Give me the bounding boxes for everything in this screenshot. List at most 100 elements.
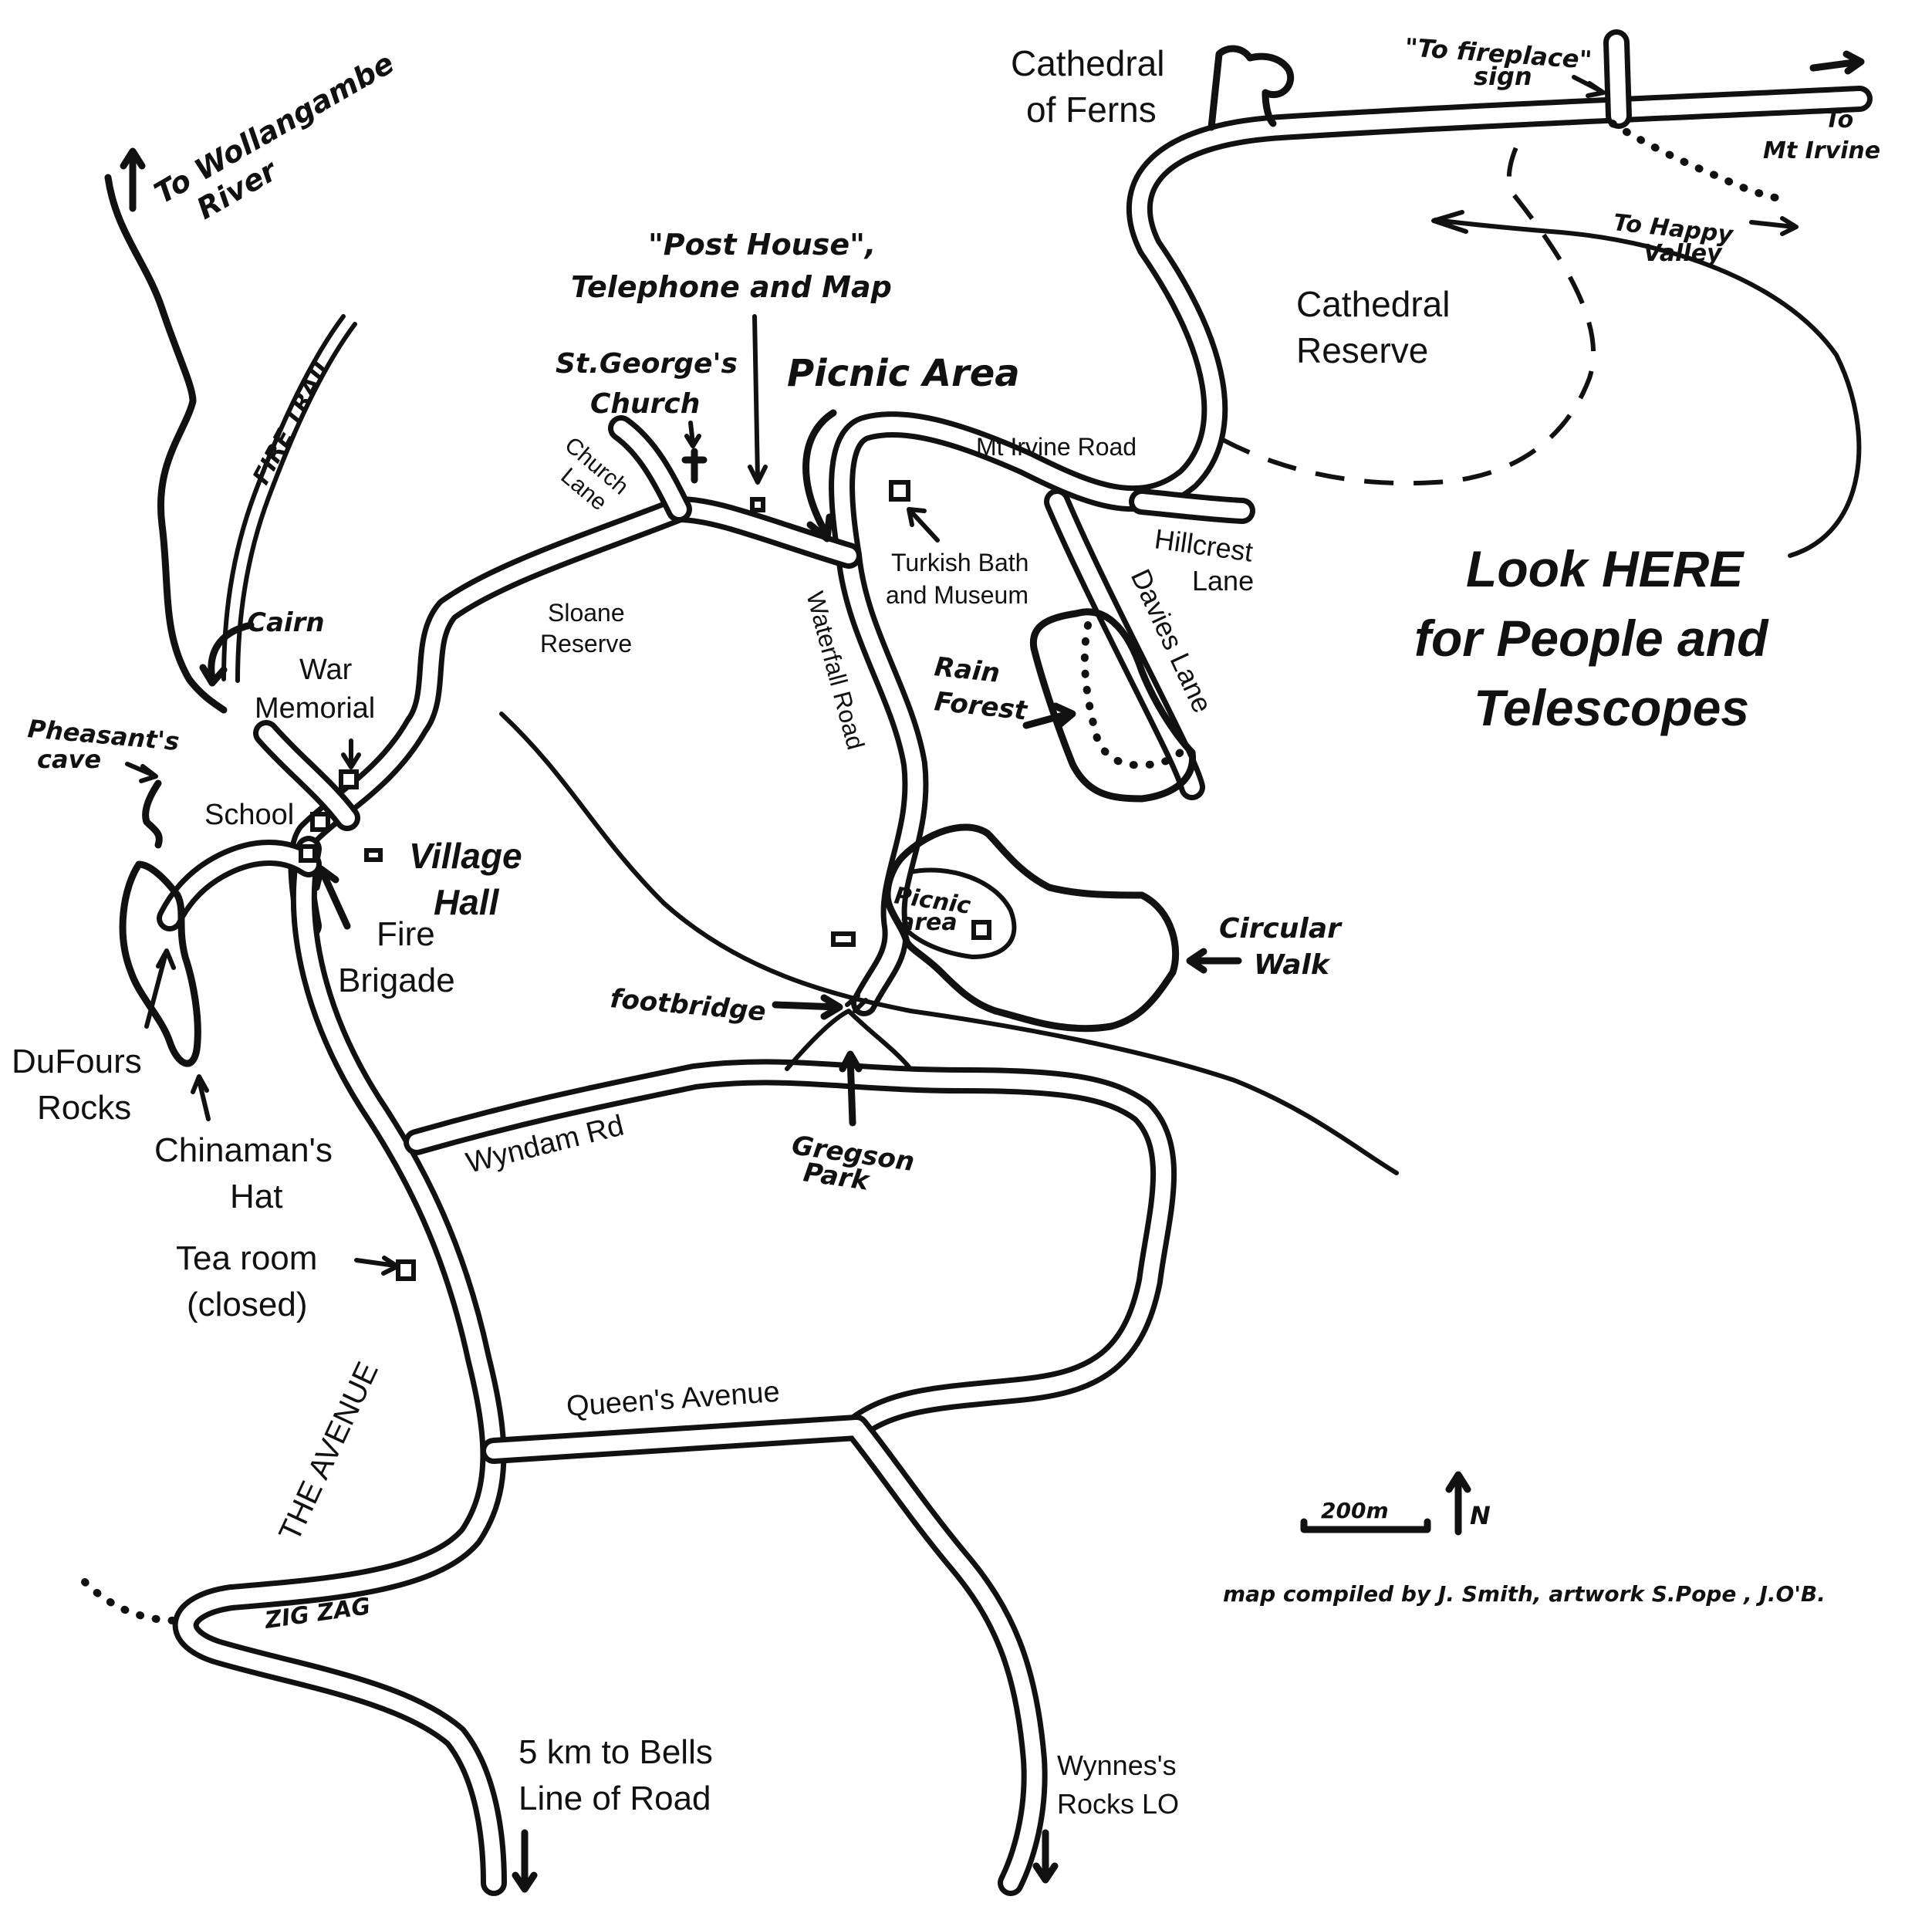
look-here-label: Look HERE xyxy=(1466,540,1745,597)
picnic-area-small-label-2: area xyxy=(899,909,958,936)
dufours-rocks-outline xyxy=(119,860,201,1067)
arrow-mt-irvine-icon xyxy=(1809,50,1865,75)
turkish-bath-label-2: and Museum xyxy=(886,581,1028,609)
arrows xyxy=(120,50,1865,1893)
fire-brigade-label: Fire xyxy=(377,915,435,953)
tea-room-label: Tea room xyxy=(176,1239,317,1277)
to-mt-irvine-label-2: Mt Irvine xyxy=(1763,137,1880,164)
arrow-wynnes-icon xyxy=(1032,1829,1059,1884)
north-label: N xyxy=(1470,1501,1491,1530)
pheasants-cave-outline xyxy=(142,779,163,849)
sloane-reserve-label-2: Reserve xyxy=(540,630,632,657)
rain-forest-boundary xyxy=(1029,608,1197,803)
arrow-chinamans-icon xyxy=(191,1074,211,1121)
village-hall-label-2: Hall xyxy=(434,882,500,922)
look-here-label-3: Telescopes xyxy=(1474,679,1749,736)
arrow-footbridge-icon xyxy=(772,994,843,1020)
wynnes-rocks-label: Wynnes's xyxy=(1057,1749,1177,1781)
cathedral-of-ferns-label-2: of Ferns xyxy=(1026,90,1157,130)
arrow-st-georges-icon xyxy=(684,421,701,448)
look-here-label-2: for People and xyxy=(1414,610,1769,667)
cathedral-of-ferns-outline xyxy=(1208,45,1295,131)
footbridge-mark-icon xyxy=(845,993,868,1013)
fire-brigade-label-2: Brigade xyxy=(338,962,455,999)
fire-trail-inner xyxy=(235,322,357,683)
arrow-happy-valley-icon xyxy=(1749,216,1799,236)
mt-irvine-road-label: Mt Irvine Road xyxy=(976,433,1137,461)
arrow-circular-walk-icon xyxy=(1186,948,1242,974)
sloane-road xyxy=(288,496,862,939)
st-georges-label: St.George's xyxy=(556,348,738,380)
arrow-tea-room-icon xyxy=(354,1256,400,1276)
arrow-wollangambe-icon xyxy=(120,147,146,212)
wyndam-road xyxy=(404,1059,1177,1441)
circular-walk-boundary xyxy=(883,823,1180,1033)
picnic-area-boundary xyxy=(904,867,1017,959)
tracks xyxy=(81,45,1794,1624)
arrow-pheasants-icon xyxy=(125,762,158,783)
school-label: School xyxy=(204,799,294,831)
arrow-dufours-icon xyxy=(144,948,176,1029)
school-building xyxy=(310,812,330,832)
fire-brigade-building xyxy=(299,844,317,863)
arrow-cairn-icon xyxy=(199,621,255,687)
dufours-rocks-label-2: Rocks xyxy=(37,1089,131,1127)
arrow-look-here-icon xyxy=(1431,210,1862,558)
cairn-label: Cairn xyxy=(247,607,325,638)
war-memorial-building xyxy=(339,769,359,789)
st-georges-label-2: Church xyxy=(590,388,700,420)
tea-room-label-2: (closed) xyxy=(187,1286,308,1323)
tea-room-building xyxy=(396,1259,416,1281)
to-happy-valley-label-2: Valley xyxy=(1643,240,1723,267)
north-arrow-icon xyxy=(1445,1471,1471,1536)
chinamans-hat-label: Chinaman's xyxy=(154,1131,333,1169)
mt-irvine-road xyxy=(829,86,1873,569)
fire-trail-label: FIRE TRAIL xyxy=(248,352,338,489)
arrow-gregson-icon xyxy=(839,1050,863,1127)
village-hall-label: Village xyxy=(409,836,522,876)
fireplace-sign-label-2: sign xyxy=(1474,62,1532,91)
scale-bar-icon xyxy=(1300,1518,1431,1533)
hillcrest-label: Hillcrest xyxy=(1153,522,1255,567)
dufours-rocks-label: DuFours xyxy=(12,1043,142,1080)
cathedral-of-ferns-label: Cathedral xyxy=(1011,43,1164,83)
wynnes-rocks-label-2: Rocks LO xyxy=(1057,1788,1179,1820)
the-avenue-label: THE AVENUE xyxy=(272,1357,385,1546)
fire-trail-outer xyxy=(221,314,346,681)
arrow-turkish-icon xyxy=(907,507,940,543)
circular-walk-label-2: Walk xyxy=(1254,949,1331,981)
creek xyxy=(499,712,1399,1175)
chinamans-hat-label-2: Hat xyxy=(230,1178,282,1215)
village-hall-building xyxy=(364,848,383,862)
arrow-fireplace-icon xyxy=(1572,75,1606,98)
pheasants-cave-label-2: cave xyxy=(37,745,101,774)
rain-forest-label: Rain xyxy=(933,651,1001,689)
turkish-bath-building xyxy=(889,480,910,502)
arrow-post-house-icon xyxy=(748,314,768,485)
sloane-building xyxy=(831,931,856,947)
post-house-building xyxy=(750,497,765,512)
arrow-rain-forest-icon xyxy=(1022,702,1076,729)
happy-valley-dots xyxy=(1609,120,1794,205)
queens-avenue-label: Queen's Avenue xyxy=(566,1376,781,1423)
credit-label: map compiled by J. Smith, artwork S.Pope… xyxy=(1223,1581,1826,1607)
post-house-label: "Post House", xyxy=(648,228,876,262)
to-mt-irvine-label: To xyxy=(1825,106,1853,134)
sloane-reserve-label: Sloane xyxy=(548,599,625,627)
picnic-building xyxy=(971,920,991,940)
hillcrest-label-2: Lane xyxy=(1192,565,1254,597)
arrow-picnic-icon xyxy=(802,409,837,543)
scale-label: 200m xyxy=(1321,1498,1389,1523)
picnic-area-label: Picnic Area xyxy=(787,352,1020,395)
rain-forest-label-2: Forest xyxy=(933,686,1030,727)
bells-line-label-2: Line of Road xyxy=(518,1780,711,1817)
bells-line-label: 5 km to Bells xyxy=(518,1733,713,1771)
footbridge-label: footbridge xyxy=(609,983,767,1027)
zig-zag-dots xyxy=(81,1578,181,1624)
church-cross-icon xyxy=(681,448,708,484)
war-memorial-label: War xyxy=(299,654,353,686)
cathedral-reserve-label-2: Reserve xyxy=(1296,330,1428,370)
arrow-fire-brigade-icon xyxy=(312,865,351,930)
war-memorial-label-2: Memorial xyxy=(255,692,375,725)
